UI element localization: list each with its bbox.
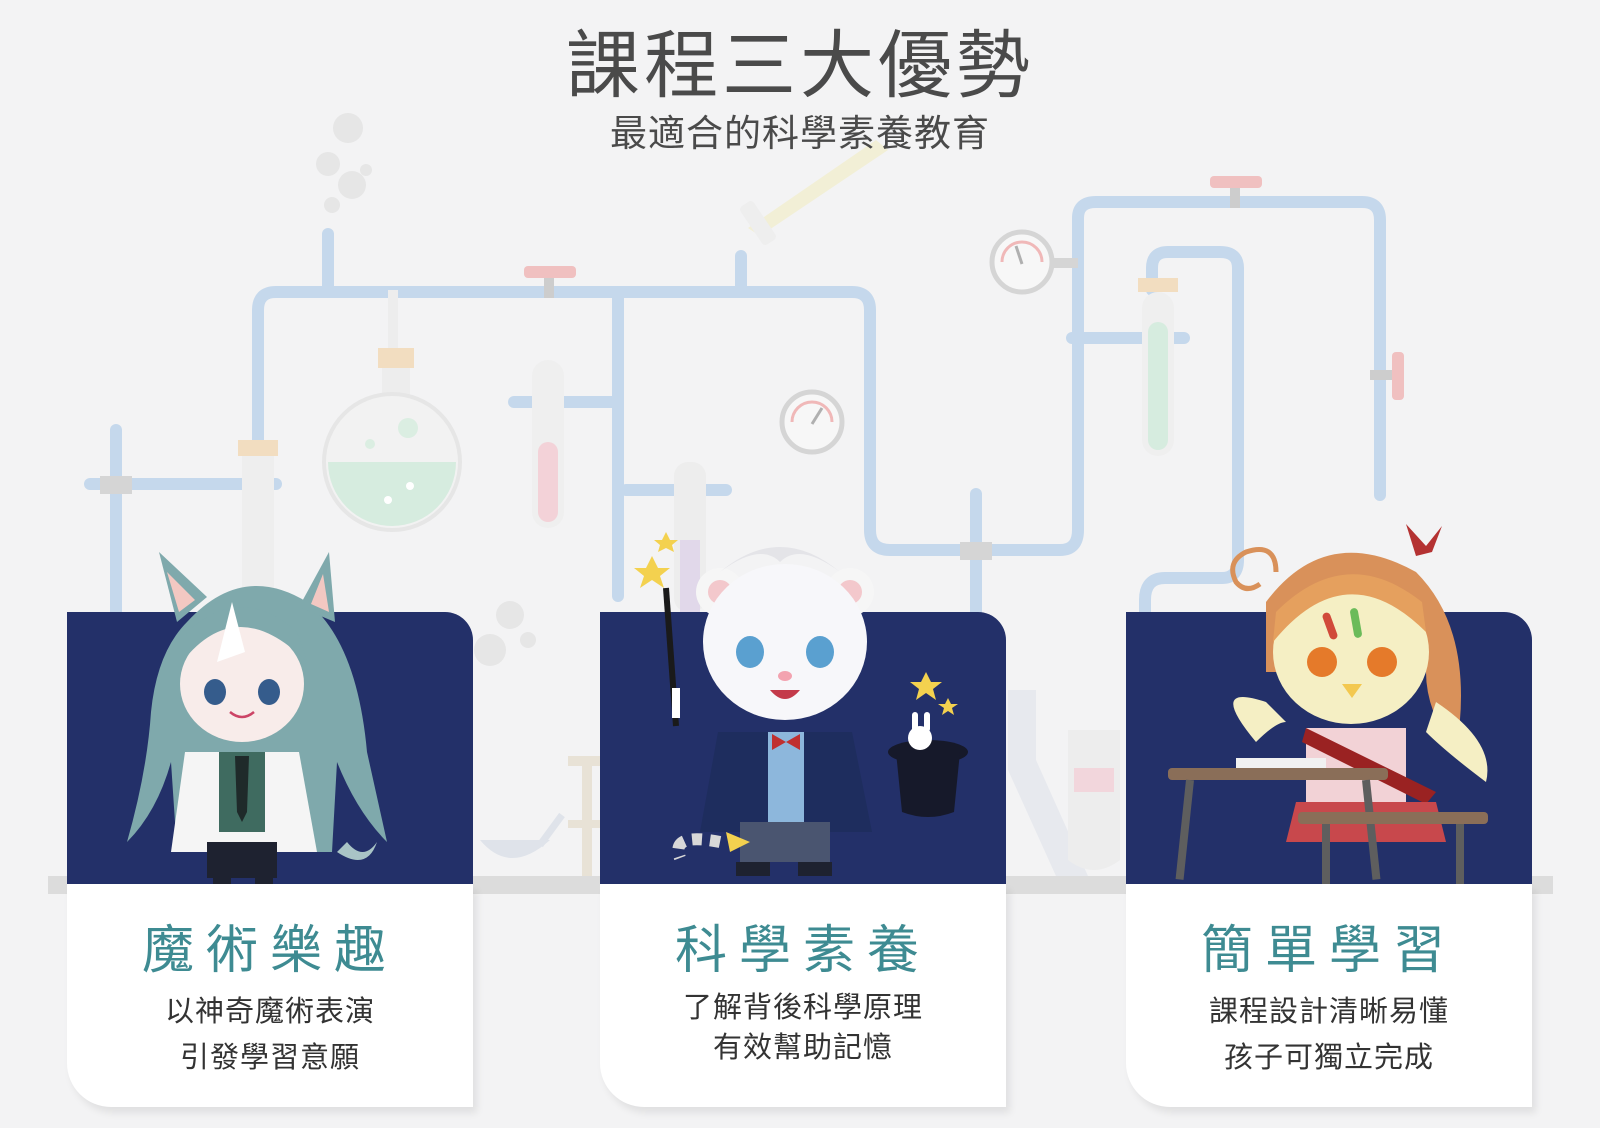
test-tube-pink <box>532 360 564 528</box>
card-text-panel: 科學素養 了解背後科學原理 有效幫助記憶 <box>600 884 1006 1107</box>
card-title: 簡單學習 <box>1200 921 1457 981</box>
light-beam <box>748 140 888 236</box>
test-tube-left <box>238 440 278 612</box>
card-description-line2: 孩子可獨立完成 <box>1223 1040 1434 1074</box>
card-title: 魔術樂趣 <box>141 921 398 981</box>
card-description-line2: 引發學習意願 <box>179 1040 360 1074</box>
pressure-gauge-right <box>989 229 1078 295</box>
card-description-line1: 以神奇魔術表演 <box>164 994 375 1028</box>
round-flask <box>322 290 462 532</box>
card-description-line1: 了解背後科學原理 <box>682 990 923 1024</box>
character-magician-cat-illustration <box>634 532 968 876</box>
test-tube-green <box>1138 278 1178 456</box>
character-lab-girl-illustration <box>127 552 387 890</box>
conical-flask <box>1008 690 1088 876</box>
lab-stand <box>568 756 600 876</box>
pressure-gauge-left <box>779 389 845 455</box>
mortar-bowl <box>480 840 550 858</box>
feature-card-simple: 簡單學習 課程設計清晰易懂 孩子可獨立完成 <box>1126 524 1532 1107</box>
feature-card-science: 科學素養 了解背後科學原理 有效幫助記憶 <box>600 532 1006 1107</box>
card-description-line1: 課程設計清晰易懂 <box>1208 994 1449 1028</box>
bubbles-decoration <box>316 113 536 666</box>
section-subtitle: 最適合的科學素養教育 <box>610 112 990 155</box>
card-text-panel: 魔術樂趣 以神奇魔術表演 引發學習意願 <box>67 884 473 1107</box>
character-bird-girl-illustration <box>1168 524 1488 884</box>
card-title: 科學素養 <box>674 921 931 981</box>
dropper <box>740 201 776 245</box>
card-text-panel: 簡單學習 課程設計清晰易懂 孩子可獨立完成 <box>1126 884 1532 1107</box>
beaker-pink <box>1068 730 1120 870</box>
section-title: 課程三大優勢 <box>566 23 1034 109</box>
feature-card-magic: 魔術樂趣 以神奇魔術表演 引發學習意願 <box>67 552 473 1107</box>
pipe-valves <box>100 176 1404 560</box>
test-tube-purple <box>674 462 706 612</box>
card-description-line2: 有效幫助記憶 <box>712 1030 893 1064</box>
